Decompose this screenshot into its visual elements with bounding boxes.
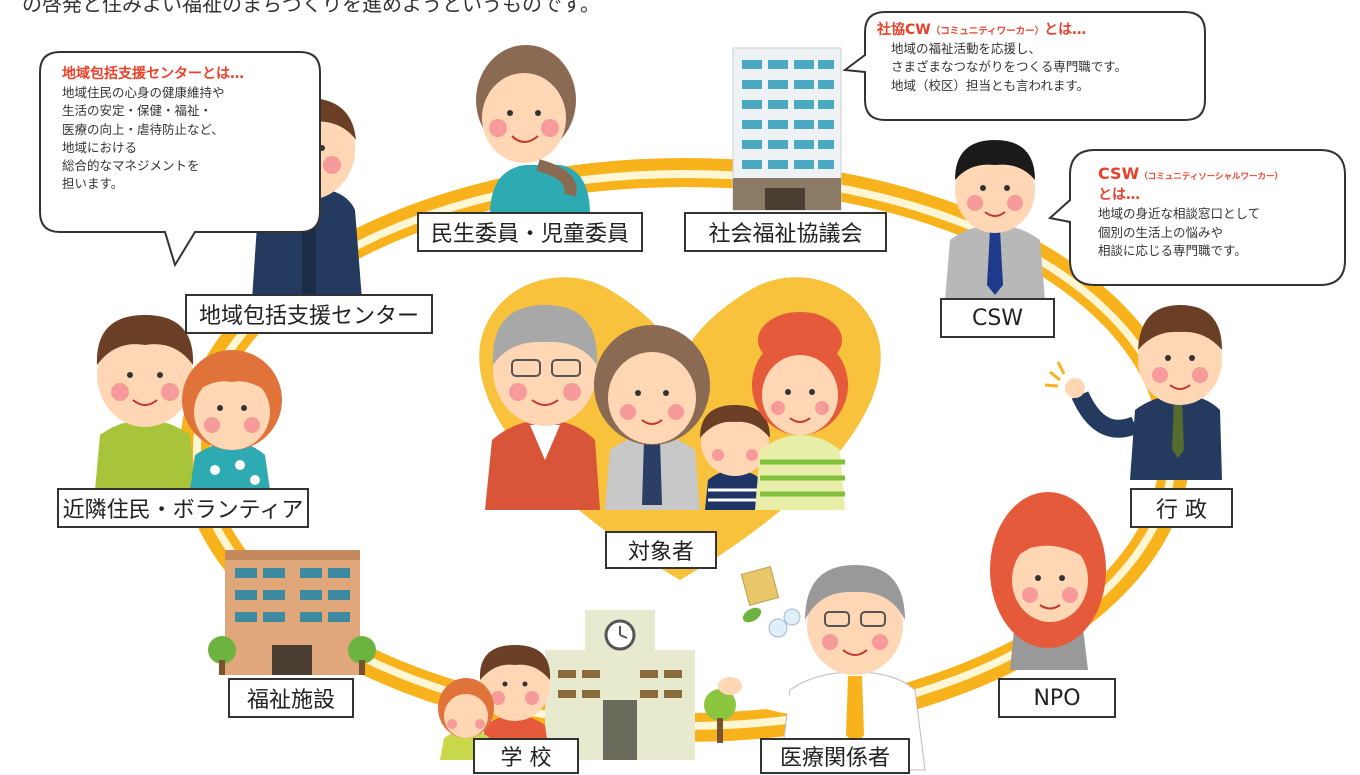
shakyo-cw-bubble-title-small: （コミュニティワーカー） — [930, 26, 1045, 37]
label-csw: CSW — [940, 298, 1055, 338]
houkatsu-bubble-line: 地域住民の心身の健康維持や — [62, 85, 225, 101]
shakyo-cw-bubble-line: さまざまなつながりをつくる専門職です。 — [891, 59, 1128, 75]
csw-bubble-text: CSW（コミュニティソーシャルワーカー） とは… 地域の身近な相談窓口として 個… — [1098, 162, 1283, 260]
minsei-person-icon — [476, 45, 590, 215]
label-iryo: 医療関係者 — [760, 738, 910, 774]
shakyo-cw-bubble-heading: 社協CW（コミュニティワーカー）とは… — [877, 20, 1127, 40]
shakyo-cw-bubble-title-end: とは… — [1044, 22, 1087, 38]
houkatsu-bubble-line: 担います。 — [62, 175, 124, 191]
shakyo-cw-bubble-title: 社協CW — [877, 22, 931, 38]
npo-person-icon — [990, 492, 1106, 670]
csw-bubble-line: 個別の生活上の悩みや — [1098, 224, 1224, 240]
houkatsu-speech-bubble — [39, 51, 321, 268]
houkatsu-bubble-line: 総合的なマネジメントを — [62, 157, 200, 173]
label-fukushi-shisetsu: 福祉施設 — [228, 678, 354, 718]
shakyo-cw-bubble-line: 地域の福祉活動を応援し、 — [891, 41, 1042, 57]
label-gakko: 学 校 — [473, 738, 579, 774]
csw-bubble-line: 相談に応じる専門職です。 — [1098, 242, 1247, 258]
houkatsu-bubble-text: 地域包括支援センターとは… 地域住民の心身の健康維持や 生活の安定・保健・福祉・… — [62, 64, 244, 193]
shakyo-cw-bubble-line: 地域（校区）担当とも言われます。 — [891, 77, 1090, 93]
houkatsu-bubble-line: 医療の向上・虐待防止など、 — [62, 121, 224, 137]
houkatsu-bubble-title: 地域包括支援センターとは… — [62, 66, 244, 82]
label-houkatsu: 地域包括支援センター — [185, 294, 433, 334]
intro-text: の啓発と住みよい福祉のまちづくりを進めようというものです。 — [22, 0, 600, 16]
csw-bubble-title: CSW — [1098, 164, 1140, 183]
csw-bubble-title-small: （コミュニティソーシャルワーカー） — [1139, 172, 1284, 182]
kinrin-couple-icon — [95, 315, 282, 490]
label-kinrin: 近隣住民・ボランティア — [57, 488, 309, 528]
shakyo-cw-bubble-text: 社協CW（コミュニティワーカー）とは… 地域の福祉活動を応援し、 さまざまなつな… — [877, 20, 1127, 95]
shakyo-cw-speech-bubble — [842, 11, 1206, 121]
csw-bubble-heading: CSW（コミュニティソーシャルワーカー） — [1098, 162, 1283, 185]
csw-bubble-title-end: とは… — [1098, 187, 1140, 204]
label-center-target: 対象者 — [605, 531, 717, 569]
label-shakyo: 社会福祉協議会 — [684, 212, 887, 252]
csw-bubble-line: 地域の身近な相談窓口として — [1098, 206, 1261, 222]
houkatsu-bubble-line: 地域における — [62, 139, 138, 155]
label-minsei: 民生委員・児童委員 — [417, 212, 643, 252]
houkatsu-bubble-line: 生活の安定・保健・福祉・ — [62, 103, 213, 119]
label-gyosei: 行 政 — [1130, 488, 1233, 528]
shakyo-building-icon — [732, 47, 842, 211]
family-group-icon — [485, 305, 848, 510]
csw-speech-bubble — [1047, 149, 1346, 286]
gyosei-person-icon — [1044, 305, 1222, 480]
fukushi-shisetsu-building-icon — [208, 550, 376, 675]
label-npo: NPO — [998, 678, 1116, 718]
csw-person-icon — [945, 140, 1045, 300]
